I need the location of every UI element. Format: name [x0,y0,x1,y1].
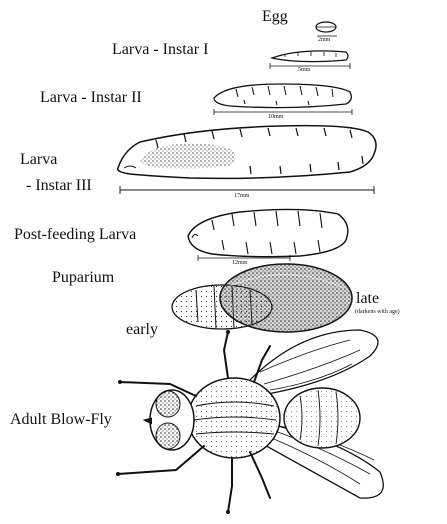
larva-instar-3-label-line1: Larva [20,152,57,168]
post-feeding-scale-label: 12mm [232,260,247,266]
larva-instar-2-scale-label: 10mm [268,114,283,120]
adult-blowfly-label: Adult Blow-Fly [10,412,112,428]
larva-instar-2-label: Larva - Instar II [40,90,142,106]
puparium-label: Puparium [52,270,114,286]
egg-label: Egg [262,9,288,25]
larva-instar-2-drawing [214,84,352,115]
post-feeding-larva-label: Post-feeding Larva [14,227,136,243]
larva-instar-3-drawing [118,126,376,194]
larva-instar-1-label: Larva - Instar I [112,42,208,58]
adult-blowfly-drawing [116,330,383,514]
puparium-late-drawing [220,264,352,332]
puparium-late-note: (darkens with age) [355,309,400,315]
larva-instar-1-scale-label: 5mm [298,67,310,73]
egg-scale-label: 2mm [318,37,330,43]
larva-instar-3-label-line2: - Instar III [26,178,92,194]
puparium-early-label: early [126,322,158,338]
egg-drawing [316,22,337,36]
post-feeding-larva-drawing [188,209,348,261]
larva-instar-3-scale-label: 17mm [234,193,249,199]
puparium-late-label: late [356,291,379,307]
